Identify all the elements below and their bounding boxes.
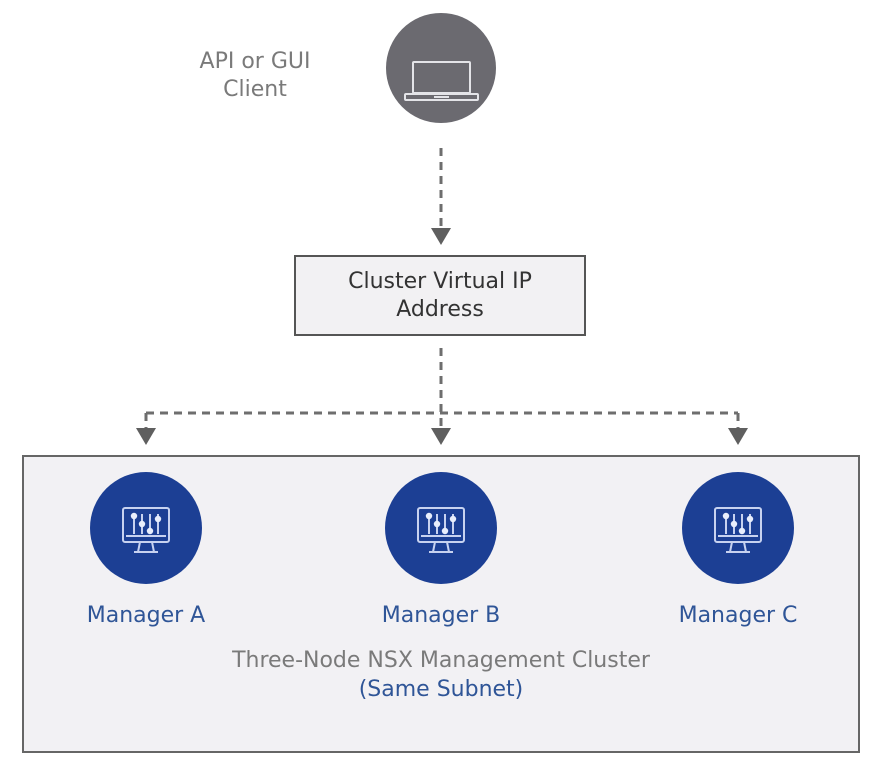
arrowhead-to-manager-a — [136, 428, 156, 445]
client-node[interactable] — [386, 13, 496, 123]
arrowhead-to-manager-b — [431, 428, 451, 445]
monitor-sliders-icon — [714, 507, 762, 553]
cluster-virtual-ip-label: Cluster Virtual IP Address — [348, 268, 532, 322]
manager-b-label: Manager B — [381, 603, 501, 628]
manager-c-circle — [682, 472, 794, 584]
manager-node-b[interactable]: Manager B — [326, 472, 556, 630]
monitor-sliders-icon — [417, 507, 465, 553]
arrowhead-to-vip — [431, 228, 451, 245]
manager-b-circle — [385, 472, 497, 584]
manager-a-circle — [90, 472, 202, 584]
manager-node-c[interactable]: Manager C — [623, 472, 853, 630]
monitor-sliders-icon — [122, 507, 170, 553]
manager-a-label: Manager A — [86, 603, 206, 628]
laptop-icon — [404, 61, 479, 101]
cluster-subtitle: (Same Subnet) — [358, 677, 524, 702]
manager-node-a[interactable]: Manager A — [31, 472, 261, 630]
arrowhead-to-manager-c — [728, 428, 748, 445]
manager-c-label: Manager C — [678, 603, 798, 628]
cluster-title: Three-Node NSX Management Cluster — [232, 648, 650, 673]
client-label: API or GUI Client — [199, 49, 311, 102]
cluster-virtual-ip-box[interactable]: Cluster Virtual IP Address — [294, 255, 586, 336]
